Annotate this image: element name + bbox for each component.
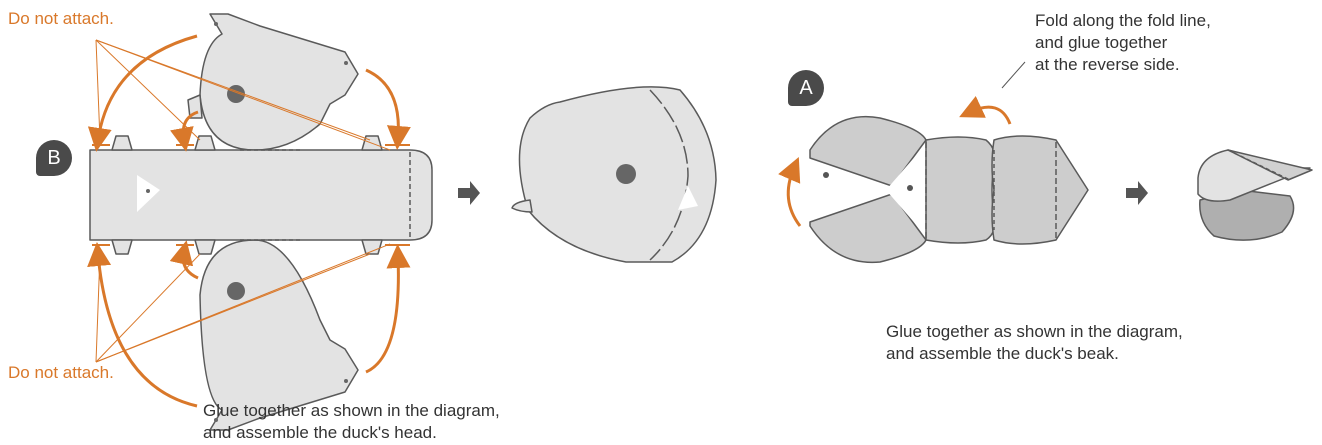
head-top-side-piece bbox=[187, 13, 359, 151]
curved-arrow-icon bbox=[87, 34, 411, 408]
head-caption-line1: Glue together as shown in the diagram, bbox=[203, 401, 500, 420]
head-caption: Glue together as shown in the diagram, a… bbox=[203, 400, 500, 444]
badge-a: A bbox=[788, 70, 824, 106]
fold-note: Fold along the fold line, and glue toget… bbox=[1035, 10, 1211, 76]
beak-net-diagram bbox=[809, 115, 1089, 264]
arrow-right-icon bbox=[458, 181, 480, 205]
head-net-diagram bbox=[89, 13, 433, 431]
assembled-head-illustration bbox=[511, 86, 717, 263]
head-bottom-side-piece bbox=[199, 239, 359, 431]
do-not-attach-label-bottom: Do not attach. bbox=[8, 363, 114, 382]
fold-note-line1: Fold along the fold line, bbox=[1035, 11, 1211, 30]
arrow-right-icon bbox=[1126, 181, 1148, 205]
fold-note-line3: at the reverse side. bbox=[1035, 55, 1180, 74]
fold-note-pointer bbox=[1001, 61, 1026, 89]
head-band-piece bbox=[89, 135, 433, 255]
do-not-attach-label-top: Do not attach. bbox=[8, 9, 114, 28]
beak-caption-line2: and assemble the duck's beak. bbox=[886, 344, 1119, 363]
assembled-beak-illustration bbox=[1197, 149, 1313, 241]
curved-arrow-icon bbox=[778, 96, 1012, 227]
beak-caption-line1: Glue together as shown in the diagram, bbox=[886, 322, 1183, 341]
badge-b: B bbox=[36, 140, 72, 176]
fold-note-line2: and glue together bbox=[1035, 33, 1168, 52]
head-caption-line2: and assemble the duck's head. bbox=[203, 423, 437, 442]
beak-caption: Glue together as shown in the diagram, a… bbox=[886, 321, 1183, 365]
